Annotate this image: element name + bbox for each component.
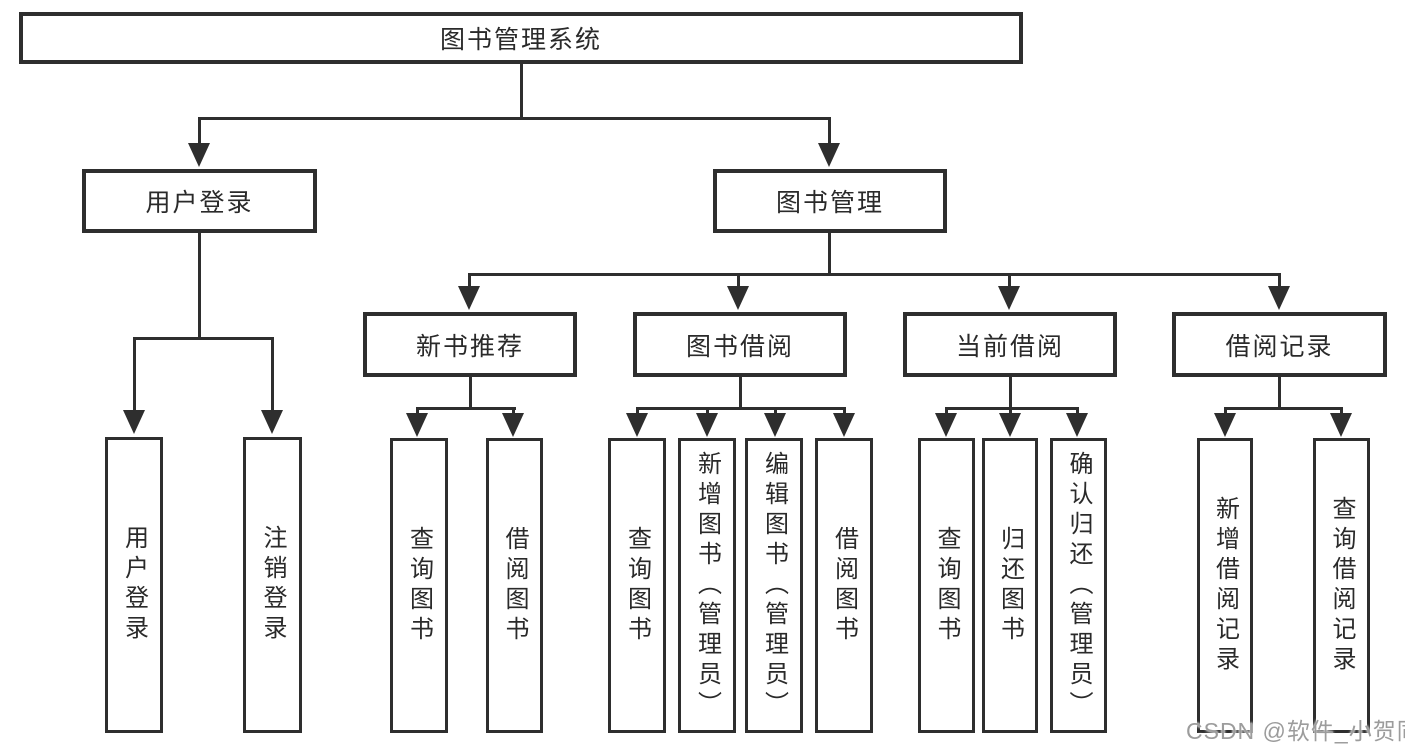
connector-level1-branch [198,117,831,120]
arrow-down-icon [1066,413,1088,437]
connector-stub [843,407,846,416]
leaf-query-books: 查询图书 [608,438,666,733]
arrow-down-icon [727,286,749,310]
leaf-add-borrow-record: 新增借阅记录 [1197,438,1253,733]
arrow-down-icon [764,413,786,437]
arrow-down-icon [261,410,283,434]
connector-branch [636,407,845,410]
connector-branch [945,407,1079,410]
arrow-down-icon [502,413,524,437]
leaf-borrow-books: 借阅图书 [486,438,543,733]
arrow-down-icon [935,413,957,437]
connector-stub [1224,407,1227,416]
connector-stub [198,233,201,339]
arrow-down-icon [458,286,480,310]
leaf-add-book-admin: 新增图书（管理员） [678,438,736,733]
connector-stub [774,407,777,416]
leaf-user-login: 用户登录 [105,437,163,733]
node-current-borrowing: 当前借阅 [903,312,1117,377]
node-user-login: 用户登录 [82,169,317,233]
arrow-down-icon [818,143,840,167]
leaf-query-borrow-record: 查询借阅记录 [1313,438,1370,733]
leaf-confirm-return-admin: 确认归还（管理员） [1050,438,1107,733]
connector-stub [1278,377,1281,409]
connector-stub [828,233,831,275]
leaf-query-books: 查询图书 [918,438,975,733]
connector-stub [737,273,740,289]
node-library-management-system: 图书管理系统 [19,12,1023,64]
arrow-down-icon [1214,413,1236,437]
connector-stub [512,407,515,416]
arrow-down-icon [406,413,428,437]
connector-stub [468,273,471,289]
connector-stub [1278,273,1281,289]
arrow-down-icon [998,286,1020,310]
leaf-return-books: 归还图书 [982,438,1038,733]
connector-stub [416,407,419,416]
connector-stub [133,337,136,412]
connector-stub [1076,407,1079,416]
arrow-down-icon [1268,286,1290,310]
connector-stub [945,407,948,416]
connector-branch [1224,407,1343,410]
connector-branch [416,407,516,410]
connector-trunk [520,64,523,118]
node-book-borrowing: 图书借阅 [633,312,847,377]
arrow-down-icon [999,413,1021,437]
connector-stub [271,337,274,412]
connector-stub [1009,407,1012,416]
leaf-logout: 注销登录 [243,437,302,733]
leaf-borrow-books: 借阅图书 [815,438,873,733]
node-borrowing-records: 借阅记录 [1172,312,1387,377]
connector-branch [133,337,274,340]
leaf-edit-book-admin: 编辑图书（管理员） [745,438,803,733]
connector-level2-branch [468,273,1281,276]
leaf-query-books: 查询图书 [390,438,448,733]
connector-stub [1340,407,1343,416]
arrow-down-icon [1330,413,1352,437]
watermark-text: CSDN @软件_小贺同学 [1186,718,1405,744]
connector-stub [469,377,472,409]
connector-stub [828,117,831,145]
connector-stub [706,407,709,416]
arrow-down-icon [626,413,648,437]
connector-stub [1009,377,1012,409]
connector-stub [739,377,742,409]
connector-stub [1008,273,1011,289]
connector-stub [636,407,639,416]
node-new-book-recommendation: 新书推荐 [363,312,577,377]
arrow-down-icon [833,413,855,437]
connector-stub [198,117,201,145]
node-book-management: 图书管理 [713,169,947,233]
arrow-down-icon [123,410,145,434]
arrow-down-icon [696,413,718,437]
arrow-down-icon [188,143,210,167]
